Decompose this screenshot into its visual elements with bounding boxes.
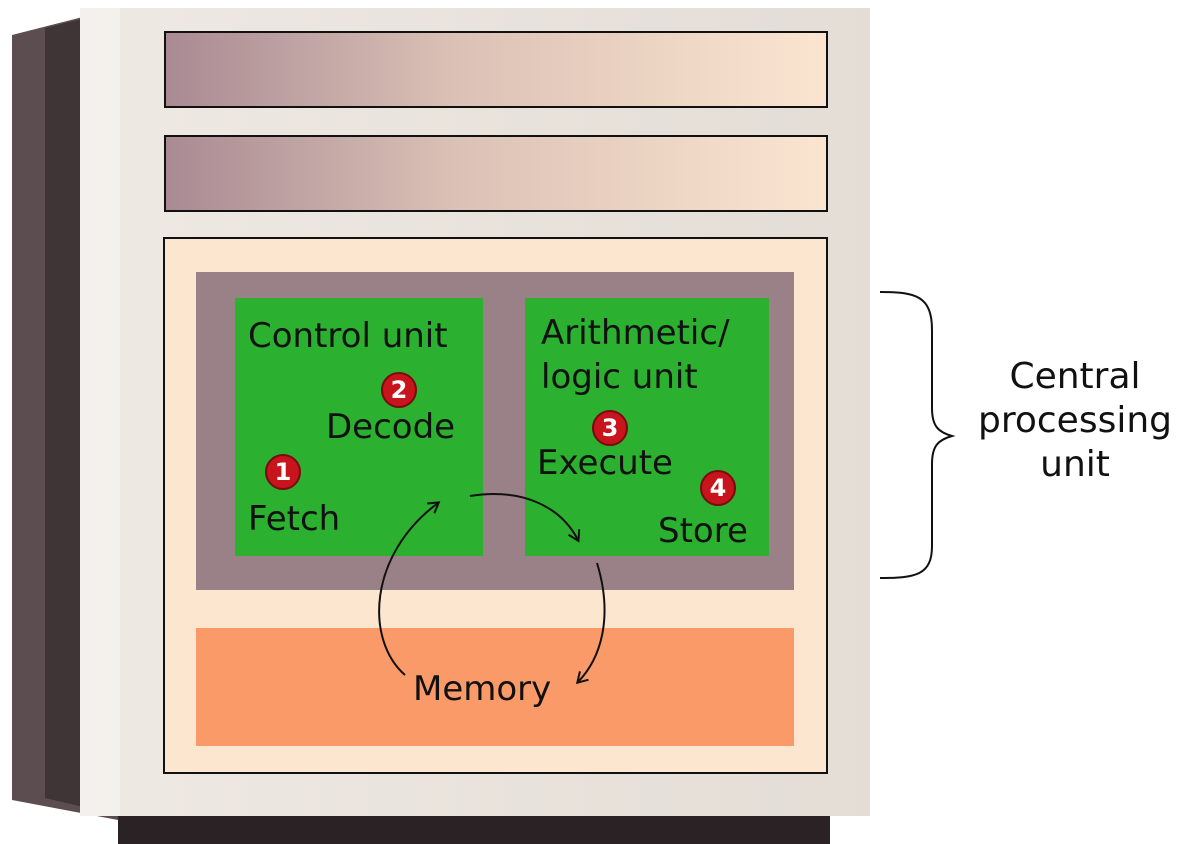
drive-bay-2 [164,135,828,212]
cpu-brace [879,291,956,579]
alu-box [525,298,769,556]
memory-box [196,628,794,746]
step-label-fetch: Fetch [248,499,341,539]
step-badge-3: 3 [592,410,628,446]
arrow-memory-to-fetch [378,501,441,676]
control-unit-label: Control unit [248,316,448,356]
arrow-decode-to-execute [469,493,581,543]
arrow-execute-to-memory [575,562,606,685]
control-unit-box [235,298,483,556]
cpu-label-line3: unit [1040,444,1110,485]
cpu-label-line1: Central [1009,356,1141,397]
memory-label: Memory [413,669,552,709]
alu-label-line2: logic unit [541,357,698,397]
cpu-label-line2: processing [977,400,1172,441]
case-base [118,812,830,844]
drive-bay-1 [164,31,828,108]
step-label-execute: Execute [537,443,673,483]
case-front-highlight [80,8,120,816]
step-badge-1: 1 [265,454,301,490]
alu-label-line1: Arithmetic/ [541,313,730,353]
step-badge-2: 2 [381,372,417,408]
step-label-store: Store [658,511,748,551]
step-badge-4: 4 [700,470,736,506]
step-label-decode: Decode [326,407,456,447]
